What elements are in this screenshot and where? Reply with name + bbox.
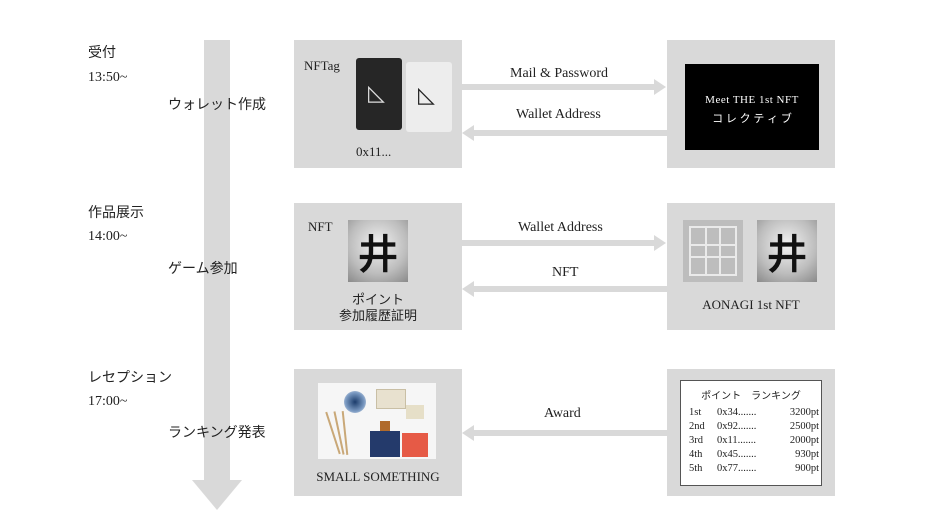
arrow-mail-password: [462, 84, 655, 90]
screen-title: Meet THE 1st NFT: [705, 94, 799, 106]
ranking-title: ポイント ランキング: [701, 391, 801, 402]
app-panel: Meet THE 1st NFT コ レ ク テ ィ ブ: [667, 40, 835, 168]
time-label-2: 14:00~: [88, 229, 128, 244]
arrow-head-right: [654, 235, 666, 251]
tag-logo-icon: ◺: [418, 82, 435, 107]
timeline-arrow-shaft: [204, 40, 230, 482]
app-screen: Meet THE 1st NFT コ レ ク テ ィ ブ: [685, 64, 819, 150]
activity-label-3: ランキング発表: [168, 426, 266, 441]
time-label-3: 17:00~: [88, 394, 128, 409]
phase-label-1: 受付: [88, 46, 116, 61]
arrow-label-mail-password: Mail & Password: [510, 66, 608, 81]
screen-subtitle: コ レ ク テ ィ ブ: [712, 113, 792, 125]
time-label-1: 13:50~: [88, 70, 128, 85]
arrow-head-left: [462, 125, 474, 141]
aonagi-token-image: 井: [757, 220, 817, 282]
arrow-head-left: [462, 425, 474, 441]
arrow-label-nft: NFT: [552, 265, 579, 280]
small-something-caption: SMALL SOMETHING: [316, 469, 440, 484]
kanji-icon: 井: [358, 232, 398, 278]
nft-label: NFT: [308, 219, 333, 234]
arrow-label-wallet-address: Wallet Address: [516, 107, 601, 122]
arrow-wallet-address-2: [462, 240, 655, 246]
arrow-wallet-address: [474, 130, 667, 136]
tag-logo-icon: ◺: [368, 80, 385, 105]
nft-panel: NFT 井 ポイント 参加履歴証明: [294, 203, 462, 330]
nft-caption-2: 参加履歴証明: [338, 308, 417, 323]
gift-photo: [318, 383, 436, 459]
arrow-award: [474, 430, 667, 436]
kanji-icon: 井: [767, 232, 807, 278]
aonagi-panel: 井 AONAGI 1st NFT: [667, 203, 835, 330]
nftag-label: NFTag: [304, 58, 340, 73]
timeline-arrow-head: [192, 480, 242, 510]
aonagi-lattice-image: [683, 220, 743, 282]
nftag-card-dark: ◺: [356, 58, 402, 130]
nft-token-image: 井: [348, 220, 408, 282]
phase-label-2: 作品展示: [88, 206, 144, 221]
arrow-label-wallet-address-2: Wallet Address: [518, 220, 603, 235]
arrow-nft: [474, 286, 667, 292]
activity-label-1: ウォレット作成: [168, 98, 266, 113]
small-something-panel: SMALL SOMETHING: [294, 369, 462, 496]
nftag-card-light: ◺: [406, 62, 452, 132]
arrow-head-right: [654, 79, 666, 95]
arrow-label-award: Award: [544, 406, 581, 421]
arrow-head-left: [462, 281, 474, 297]
aonagi-caption: AONAGI 1st NFT: [702, 297, 800, 312]
phase-label-3: レセプション: [88, 371, 172, 386]
nftag-panel: NFTag ◺ ◺ 0x11...: [294, 40, 462, 168]
nft-caption-1: ポイント: [351, 292, 404, 307]
nftag-caption: 0x11...: [356, 144, 392, 159]
activity-label-2: ゲーム参加: [168, 262, 238, 277]
